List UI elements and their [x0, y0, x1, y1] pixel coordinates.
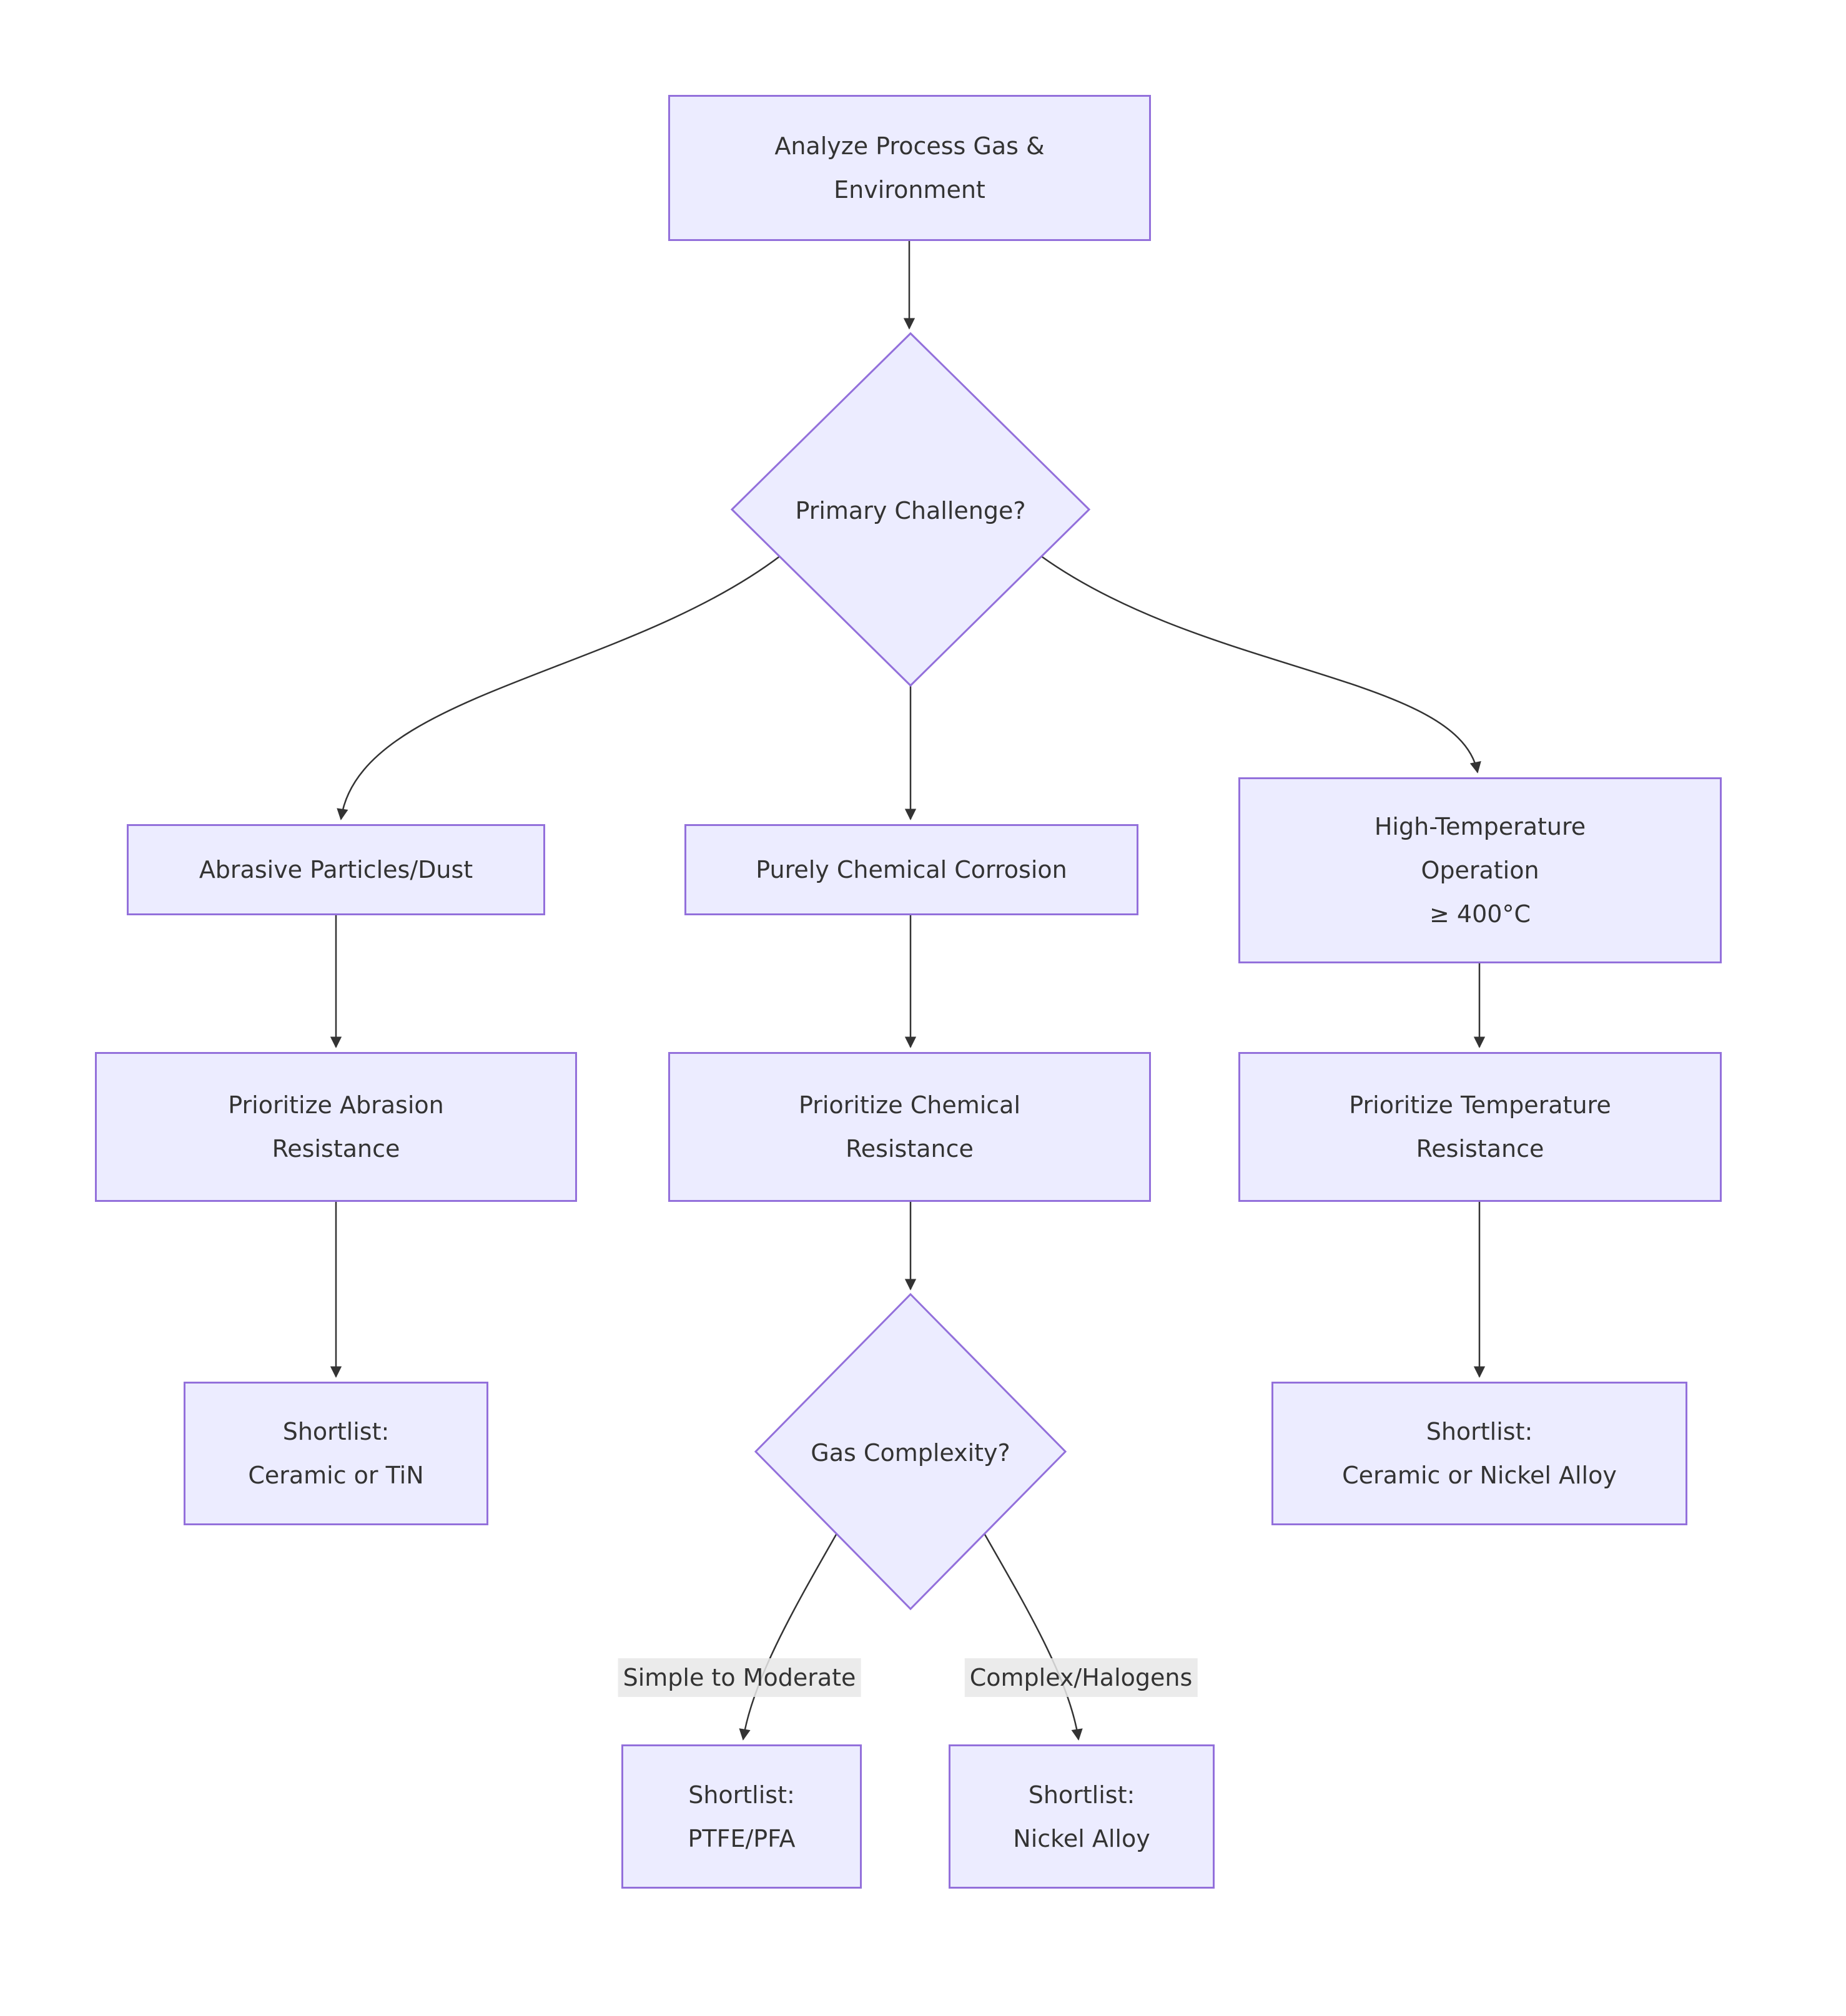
- node-line: Purely Chemical Corrosion: [756, 856, 1067, 883]
- node-shortlist-ceramic-or-nickel-alloy: Shortlist: Ceramic or Nickel Alloy: [1271, 1382, 1687, 1525]
- node-line: Ceramic or TiN: [248, 1462, 424, 1489]
- decision-label-gas-complexity: Gas Complexity?: [811, 1439, 1010, 1467]
- node-high-temperature-operation: High-Temperature Operation ≥ 400°C: [1238, 777, 1722, 963]
- edge-label-complex-halogens: Complex/Halogens: [964, 1658, 1198, 1697]
- node-line: Nickel Alloy: [1013, 1824, 1150, 1852]
- edge-gas-complexity-to-shortlist-nickel-alloy: [983, 1533, 1083, 1741]
- node-line: Operation: [1421, 857, 1539, 884]
- node-line: ≥ 400°C: [1429, 900, 1531, 928]
- node-line: Shortlist:: [688, 1781, 795, 1809]
- node-line: Prioritize Chemical: [798, 1091, 1021, 1119]
- node-line: Resistance: [272, 1135, 400, 1163]
- node-prioritize-abrasion-resistance: Prioritize Abrasion Resistance: [95, 1052, 577, 1202]
- node-prioritize-temperature-resistance: Prioritize Temperature Resistance: [1238, 1052, 1722, 1202]
- node-line: Shortlist:: [1426, 1418, 1533, 1445]
- node-prioritize-chemical-resistance: Prioritize Chemical Resistance: [668, 1052, 1151, 1202]
- edge-gas-complexity-to-shortlist-ptfe-pfa: [739, 1533, 838, 1741]
- edge-primary-challenge-to-high-temperature: [1040, 554, 1481, 774]
- decision-label-primary-challenge: Primary Challenge?: [795, 497, 1026, 524]
- node-line: High-Temperature: [1374, 813, 1586, 840]
- node-shortlist-ptfe-pfa: Shortlist: PTFE/PFA: [621, 1744, 862, 1889]
- node-abrasive-particles-dust: Abrasive Particles/Dust: [127, 824, 545, 915]
- node-analyze-process-gas: Analyze Process Gas & Environment: [668, 95, 1151, 241]
- node-shortlist-ceramic-or-tin: Shortlist: Ceramic or TiN: [184, 1382, 488, 1525]
- edge-label-simple-to-moderate: Simple to Moderate: [618, 1658, 861, 1697]
- node-shortlist-nickel-alloy: Shortlist: Nickel Alloy: [949, 1744, 1215, 1889]
- node-line: Shortlist:: [282, 1418, 390, 1445]
- node-line: Ceramic or Nickel Alloy: [1342, 1462, 1617, 1489]
- node-line: Shortlist:: [1028, 1781, 1135, 1809]
- node-purely-chemical-corrosion: Purely Chemical Corrosion: [684, 824, 1138, 915]
- node-line: Resistance: [846, 1135, 974, 1163]
- node-line: Abrasive Particles/Dust: [199, 856, 473, 883]
- node-line: Prioritize Abrasion: [228, 1091, 444, 1119]
- edge-primary-challenge-to-abrasive: [337, 555, 781, 820]
- decision-diamond-gas-complexity: [754, 1292, 1067, 1611]
- decision-diamond-primary-challenge: [730, 332, 1091, 687]
- node-line: Resistance: [1416, 1135, 1544, 1163]
- node-line: Analyze Process Gas &: [774, 132, 1045, 160]
- node-line: Environment: [834, 176, 985, 204]
- node-line: Prioritize Temperature: [1349, 1091, 1611, 1119]
- node-line: PTFE/PFA: [688, 1824, 796, 1852]
